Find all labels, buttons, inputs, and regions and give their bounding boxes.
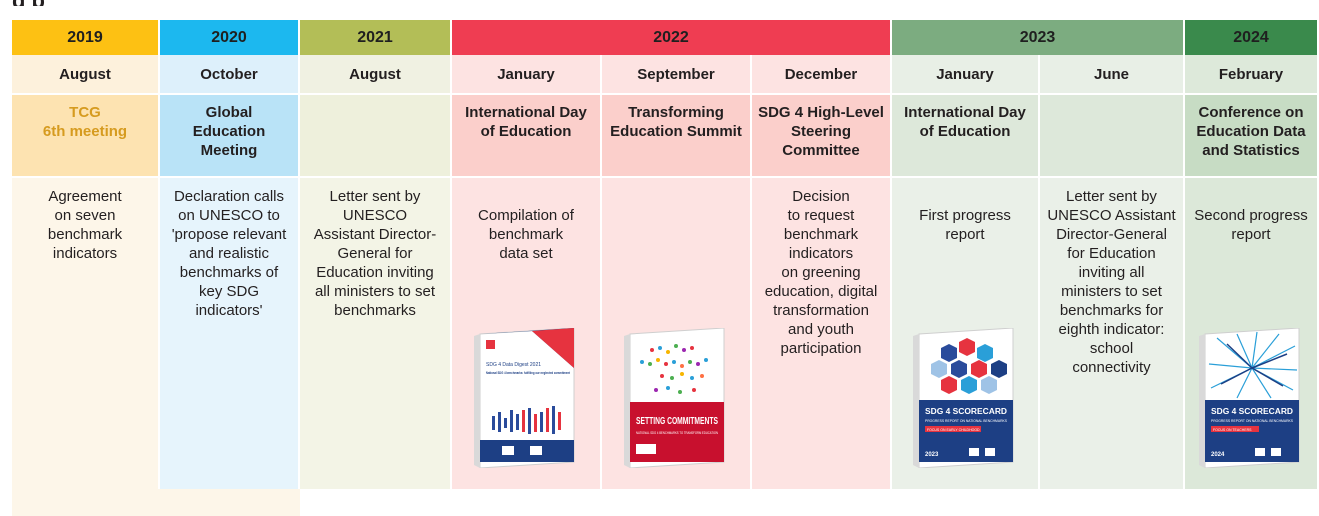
event-description-text: Second progress report [1194, 207, 1308, 243]
event-description: Compilation of benchmark data set SDG 4 … [452, 178, 600, 489]
scorecard-2024-year-text: 2024 [1211, 452, 1225, 458]
scorecard-2023-year-text: 2023 [925, 452, 939, 458]
event-title [1040, 95, 1183, 178]
timeline-column-2021-august: August Letter sent by UNESCO Assistant D… [300, 55, 452, 489]
event-description: Letter sent by UNESCO Assistant Director… [300, 178, 450, 489]
month-label: August [300, 55, 450, 95]
timeline-column-2019-august: August TCG 6th meeting Agreement on seve… [12, 55, 160, 489]
month-label: September [602, 55, 750, 95]
scorecard-2024-tag-text: FOCUS ON TEACHERS [1213, 428, 1252, 432]
year-2024: 2024 [1185, 20, 1319, 55]
event-description: Agreement on seven benchmark indicators [12, 178, 158, 489]
event-title: International Day of Education [892, 95, 1038, 178]
timeline-column-2023-january: January International Day of Education F… [892, 55, 1040, 489]
event-title: TCG 6th meeting [12, 95, 158, 178]
benchmark-timeline: 2019 2020 2021 2022 2023 2024 August TCG… [12, 0, 1319, 516]
month-label: June [1040, 55, 1183, 95]
month-label: January [452, 55, 600, 95]
event-title: SDG 4 High-Level Steering Committee [752, 95, 890, 178]
event-title: International Day of Education [452, 95, 600, 178]
timeline-column-2024-february: February Conference on Education Data an… [1185, 55, 1319, 489]
timeline-column-2023-june: June Letter sent by UNESCO Assistant Dir… [1040, 55, 1185, 489]
scorecard-2024-title-text: SDG 4 SCORECARD [1211, 407, 1293, 416]
month-label: August [12, 55, 158, 95]
month-label: January [892, 55, 1038, 95]
caption-fragment-text: g p [12, 0, 45, 6]
event-description-text: Compilation of benchmark data set [478, 207, 574, 262]
setting-commitments-cover: SETTING COMMITMENTS NATIONAL SDG 4 BENCH… [624, 328, 725, 468]
scorecard-2024-subtitle-text: PROGRESS REPORT ON NATIONAL BENCHMARKS [1211, 418, 1293, 423]
caption-fragment: g p [12, 0, 1319, 6]
year-2021: 2021 [300, 20, 452, 55]
scorecard-2023-tag-text: FOCUS ON EARLY CHILDHOOD [927, 428, 980, 432]
event-description: Second progress report SDG 4 SCORE [1185, 178, 1317, 489]
scorecard-2024-cover: SDG 4 SCORECARD PROGRESS REPORT ON NATIO… [1199, 328, 1300, 468]
timeline-column-2022-september: September Transforming Education Summit [602, 55, 752, 489]
commitments-title-text: SETTING COMMITMENTS [636, 416, 718, 427]
event-description: First progress report SDG 4 SC [892, 178, 1038, 489]
event-title [300, 95, 450, 178]
event-title: Conference on Education Data and Statist… [1185, 95, 1317, 178]
timeline-column-2022-december: December SDG 4 High-Level Steering Commi… [752, 55, 892, 489]
scorecard-2023-title-text: SDG 4 SCORECARD [925, 407, 1007, 416]
timeline-column-2020-october: October Global Education Meeting Declara… [160, 55, 300, 489]
digest-subtitle-text: National SDG 4 benchmarks: fulfilling ou… [486, 370, 570, 375]
event-description: Letter sent by UNESCO Assistant Director… [1040, 178, 1183, 489]
timeline-column-2022-january: January International Day of Education C… [452, 55, 602, 489]
year-2020: 2020 [160, 20, 300, 55]
month-label: December [752, 55, 890, 95]
event-description: Decision to request benchmark indicators… [752, 178, 890, 489]
event-title: Transforming Education Summit [602, 95, 750, 178]
digest-title-text: SDG 4 Data Digest 2021 [486, 362, 541, 368]
year-row: 2019 2020 2021 2022 2023 2024 [12, 20, 1319, 55]
year-2023: 2023 [892, 20, 1185, 55]
event-title: Global Education Meeting [160, 95, 298, 178]
commitments-subtitle-text: NATIONAL SDG 4 BENCHMARKS TO TRANSFORM E… [636, 431, 718, 435]
month-label: October [160, 55, 298, 95]
year-2019: 2019 [12, 20, 160, 55]
data-digest-2021-cover: SDG 4 Data Digest 2021 National SDG 4 be… [474, 328, 575, 468]
scorecard-2023-cover: SDG 4 SCORECARD PROGRESS REPORT ON NATIO… [913, 328, 1014, 468]
year-2022: 2022 [452, 20, 892, 55]
event-description: SETTING COMMITMENTS NATIONAL SDG 4 BENCH… [602, 178, 750, 489]
event-description-text: First progress report [919, 207, 1011, 243]
event-description: Declaration calls on UNESCO to 'propose … [160, 178, 298, 489]
month-label: February [1185, 55, 1317, 95]
scorecard-2023-subtitle-text: PROGRESS REPORT ON NATIONAL BENCHMARKS [925, 418, 1007, 423]
lower-left-band [12, 489, 300, 516]
